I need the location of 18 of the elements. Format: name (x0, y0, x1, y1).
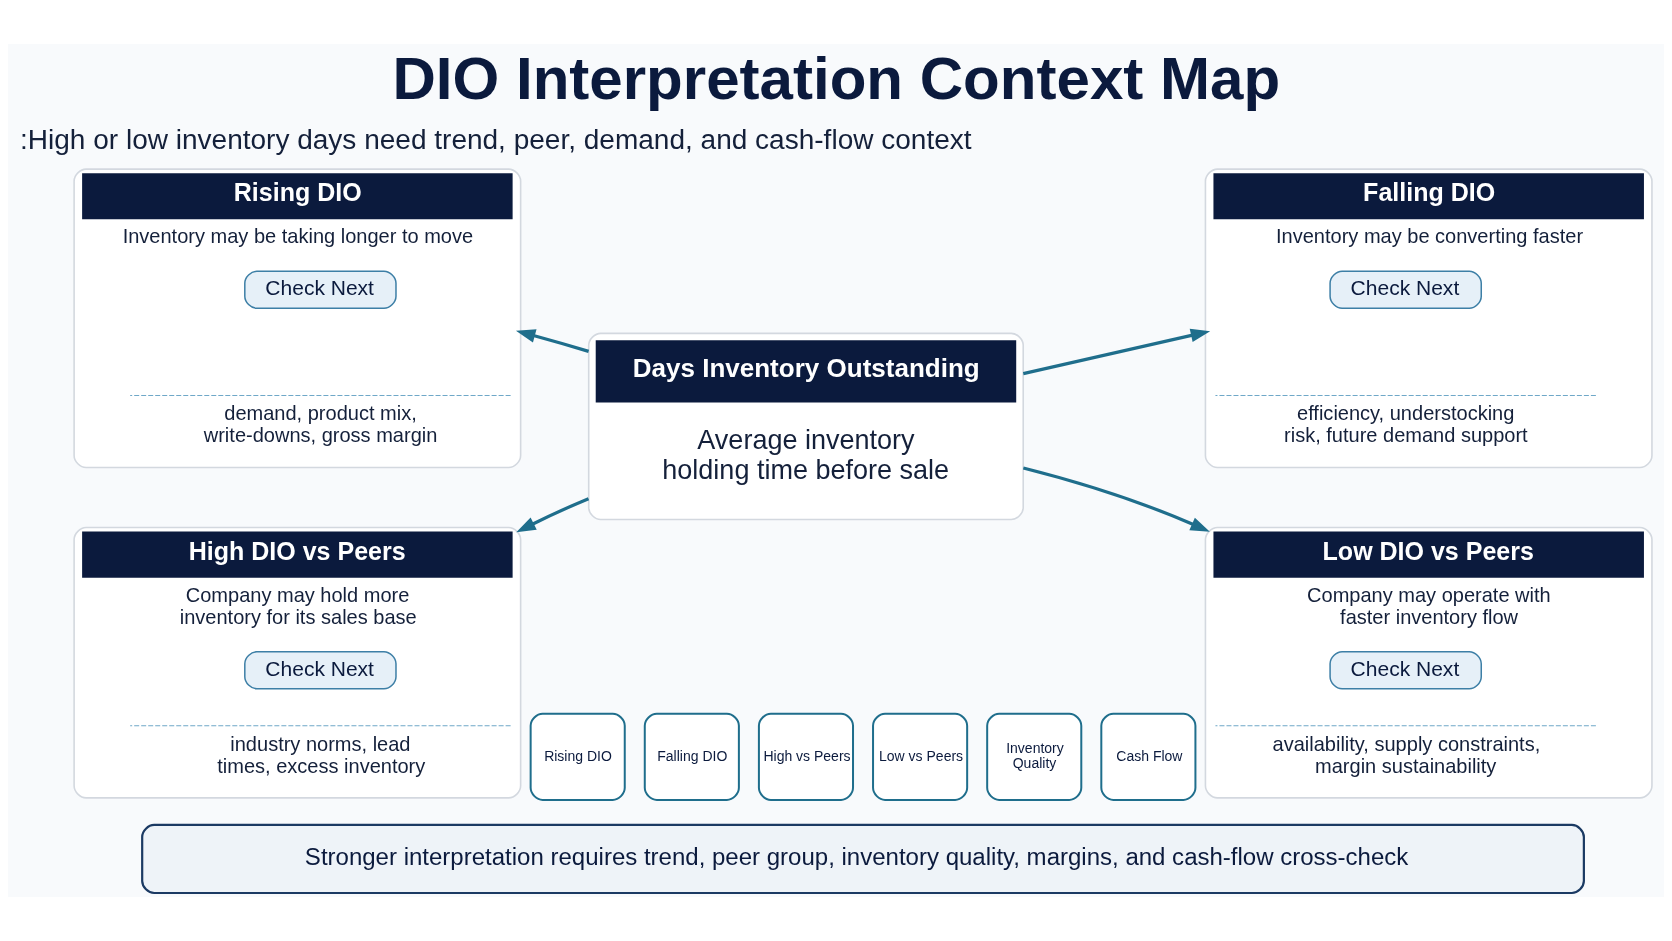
node-box: Check Next (1329, 270, 1482, 310)
arrow (515, 329, 590, 353)
arrow (1022, 328, 1211, 376)
label: :High or low inventory days need trend, peer, demand, and cash-flow context (20, 123, 972, 155)
diagram-title: DIO Interpretation Context Map (392, 45, 1281, 113)
node-box: Inventory Quality (986, 712, 1083, 801)
node-box: Cash Flow (1100, 712, 1197, 801)
node-box: Low vs Peers (872, 712, 969, 801)
node-box: Check Next (1329, 650, 1482, 690)
node-box: Stronger interpretation requires trend, peer group, inventory quality, margins, and cash-flow cross-check (141, 823, 1585, 895)
node-box: Rising DIO (529, 712, 626, 801)
node-box: Falling DIO (643, 712, 740, 801)
arrow (516, 497, 590, 533)
node-box: Days Inventory Outstanding Average inventory holding time before sale (587, 332, 1024, 521)
arrow (1022, 466, 1210, 532)
node-box: Check Next (244, 650, 397, 690)
node-box: High vs Peers (757, 712, 854, 801)
node-box: Check Next (244, 270, 397, 310)
